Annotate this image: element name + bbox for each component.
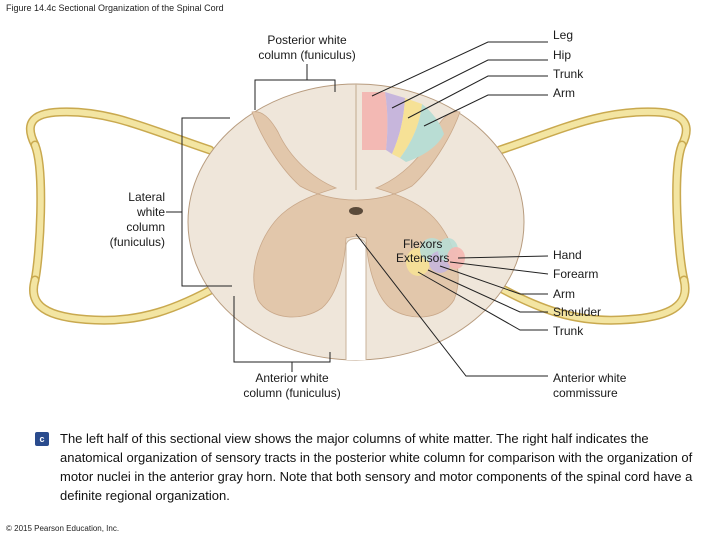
- caption-tag: c: [35, 432, 49, 446]
- extensors-label: Extensors: [396, 251, 450, 265]
- lateral-column-bracket: [181, 117, 232, 287]
- sensory-tracts: [362, 92, 444, 162]
- right-spinal-nerve: [490, 107, 691, 325]
- anterior-median-fissure: [345, 238, 367, 360]
- anterior-column-bracket: [233, 296, 331, 363]
- sensory-label-leg: Leg: [553, 28, 574, 42]
- figure-caption: The left half of this sectional view sho…: [60, 431, 693, 503]
- anterior-white-commissure-label: Anterior white commissure: [553, 371, 627, 400]
- flexors-label: Flexors: [403, 237, 443, 251]
- posterior-white-column-label: Posterior white column (funiculus): [258, 33, 356, 62]
- trunk-tract: [392, 98, 422, 158]
- motor-nuclei: [406, 238, 465, 276]
- posterior-column-bracket: [254, 79, 336, 110]
- hip-tract: [385, 92, 405, 154]
- motor-label-trunk: Trunk: [553, 324, 584, 338]
- motor-label-arm: Arm: [553, 287, 575, 301]
- lateral-white-column-label: Lateral white column (funiculus): [109, 190, 165, 249]
- sensory-label-hip: Hip: [553, 48, 572, 62]
- sensory-label-trunk: Trunk: [553, 67, 584, 81]
- figure-title: Figure 14.4c Sectional Organization of t…: [6, 3, 224, 13]
- motor-label-hand: Hand: [553, 248, 582, 262]
- central-canal: [349, 207, 363, 215]
- leader-lines: [166, 41, 549, 377]
- motor-label-shoulder: Shoulder: [553, 305, 602, 319]
- spinal-cord-diagram: [25, 41, 691, 377]
- motor-label-forearm: Forearm: [553, 267, 599, 281]
- leg-tract: [362, 92, 388, 150]
- anterior-white-column-label: Anterior white column (funiculus): [243, 371, 341, 400]
- copyright: © 2015 Pearson Education, Inc.: [6, 524, 120, 533]
- left-spinal-nerve: [25, 107, 225, 325]
- arm-tract: [400, 104, 444, 162]
- sensory-label-arm: Arm: [553, 86, 575, 100]
